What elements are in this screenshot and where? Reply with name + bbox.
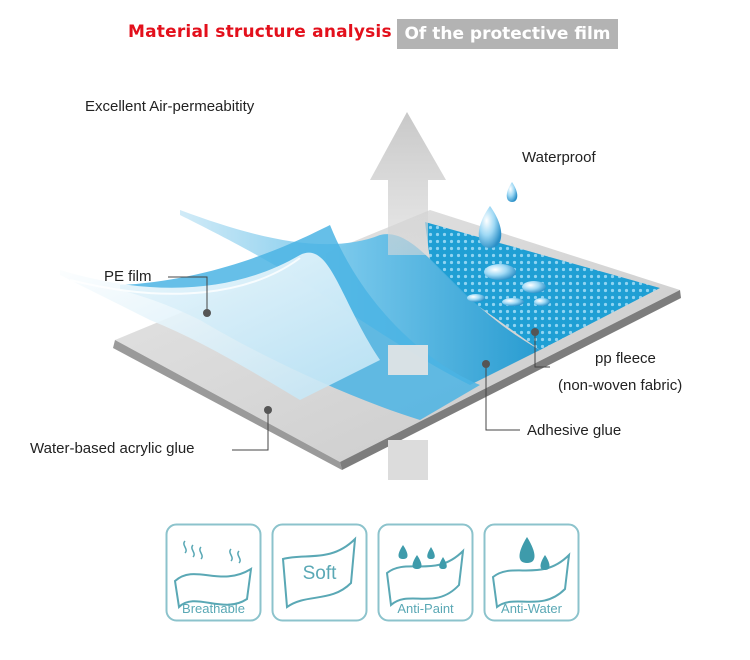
adhesive-marker — [482, 360, 490, 368]
acrylic-leader — [232, 410, 269, 451]
breathable-icon — [165, 523, 262, 622]
acrylic-marker — [264, 406, 272, 414]
anti-water-icon — [483, 523, 580, 622]
soft-icon — [271, 523, 368, 622]
layer-structure-diagram — [60, 112, 681, 480]
anti-paint-icon — [377, 523, 474, 622]
feature-anti-paint-label: Anti-Paint — [397, 601, 454, 616]
feature-soft: Soft — [271, 523, 368, 622]
waterproof-label: Waterproof — [522, 149, 596, 166]
feature-soft-label: Soft — [302, 563, 337, 584]
feature-breathable-label: Breathable — [182, 601, 245, 616]
pp-fleece-leader — [534, 332, 550, 368]
pe-film-marker — [203, 309, 211, 317]
adhesive-glue-label: Adhesive glue — [527, 422, 622, 439]
adhesive-leader — [485, 364, 520, 431]
water-drops — [467, 182, 550, 306]
pp-fleece-label: pp fleece — [595, 350, 656, 367]
air-permeability-arrow — [370, 112, 446, 375]
pe-film-label: PE film — [104, 268, 152, 285]
pe-film-layer — [60, 252, 380, 400]
feature-anti-water: Anti-Water — [483, 523, 580, 622]
page-subtitle-badge: Of the protective film — [397, 19, 618, 49]
feature-anti-water-label: Anti-Water — [501, 601, 562, 616]
feature-anti-paint: Anti-Paint — [377, 523, 474, 622]
feature-breathable: Breathable — [165, 523, 262, 622]
pe-film-leader — [168, 276, 208, 313]
acrylic-glue-label: Water-based acrylic glue — [30, 440, 195, 457]
arrow-tail — [388, 440, 428, 480]
air-permeability-label: Excellent Air-permeabitity — [85, 98, 255, 115]
pp-fleece-marker — [531, 328, 539, 336]
page-title: Material structure analysis — [128, 22, 392, 42]
pp-fleece-sublabel: (non-woven fabric) — [558, 377, 683, 394]
